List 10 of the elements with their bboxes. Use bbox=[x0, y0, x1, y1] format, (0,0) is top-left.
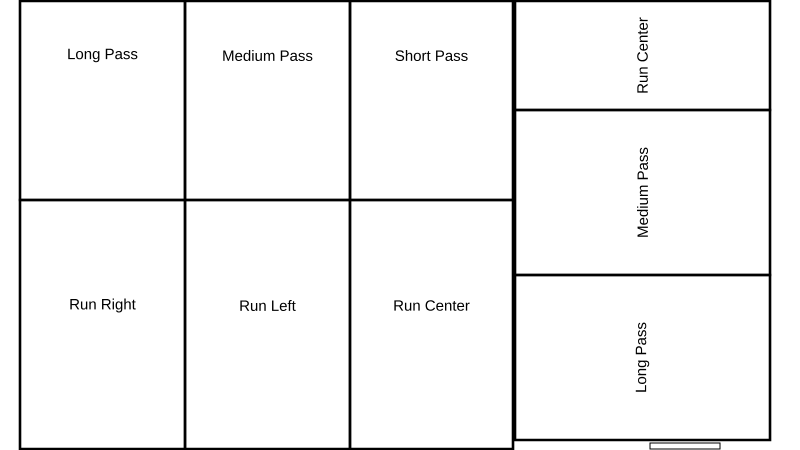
cell: Run Center bbox=[514, 0, 772, 112]
cell: Run Center bbox=[348, 198, 514, 450]
cell: Medium Pass bbox=[184, 0, 352, 202]
cell: Run Right bbox=[18, 198, 186, 450]
cell: Long Pass bbox=[18, 0, 186, 202]
cell: Short Pass bbox=[348, 0, 514, 202]
cell: Long Pass bbox=[514, 274, 772, 442]
small-box bbox=[650, 442, 720, 450]
cell: Medium Pass bbox=[514, 108, 772, 276]
cell: Run Left bbox=[184, 198, 352, 450]
